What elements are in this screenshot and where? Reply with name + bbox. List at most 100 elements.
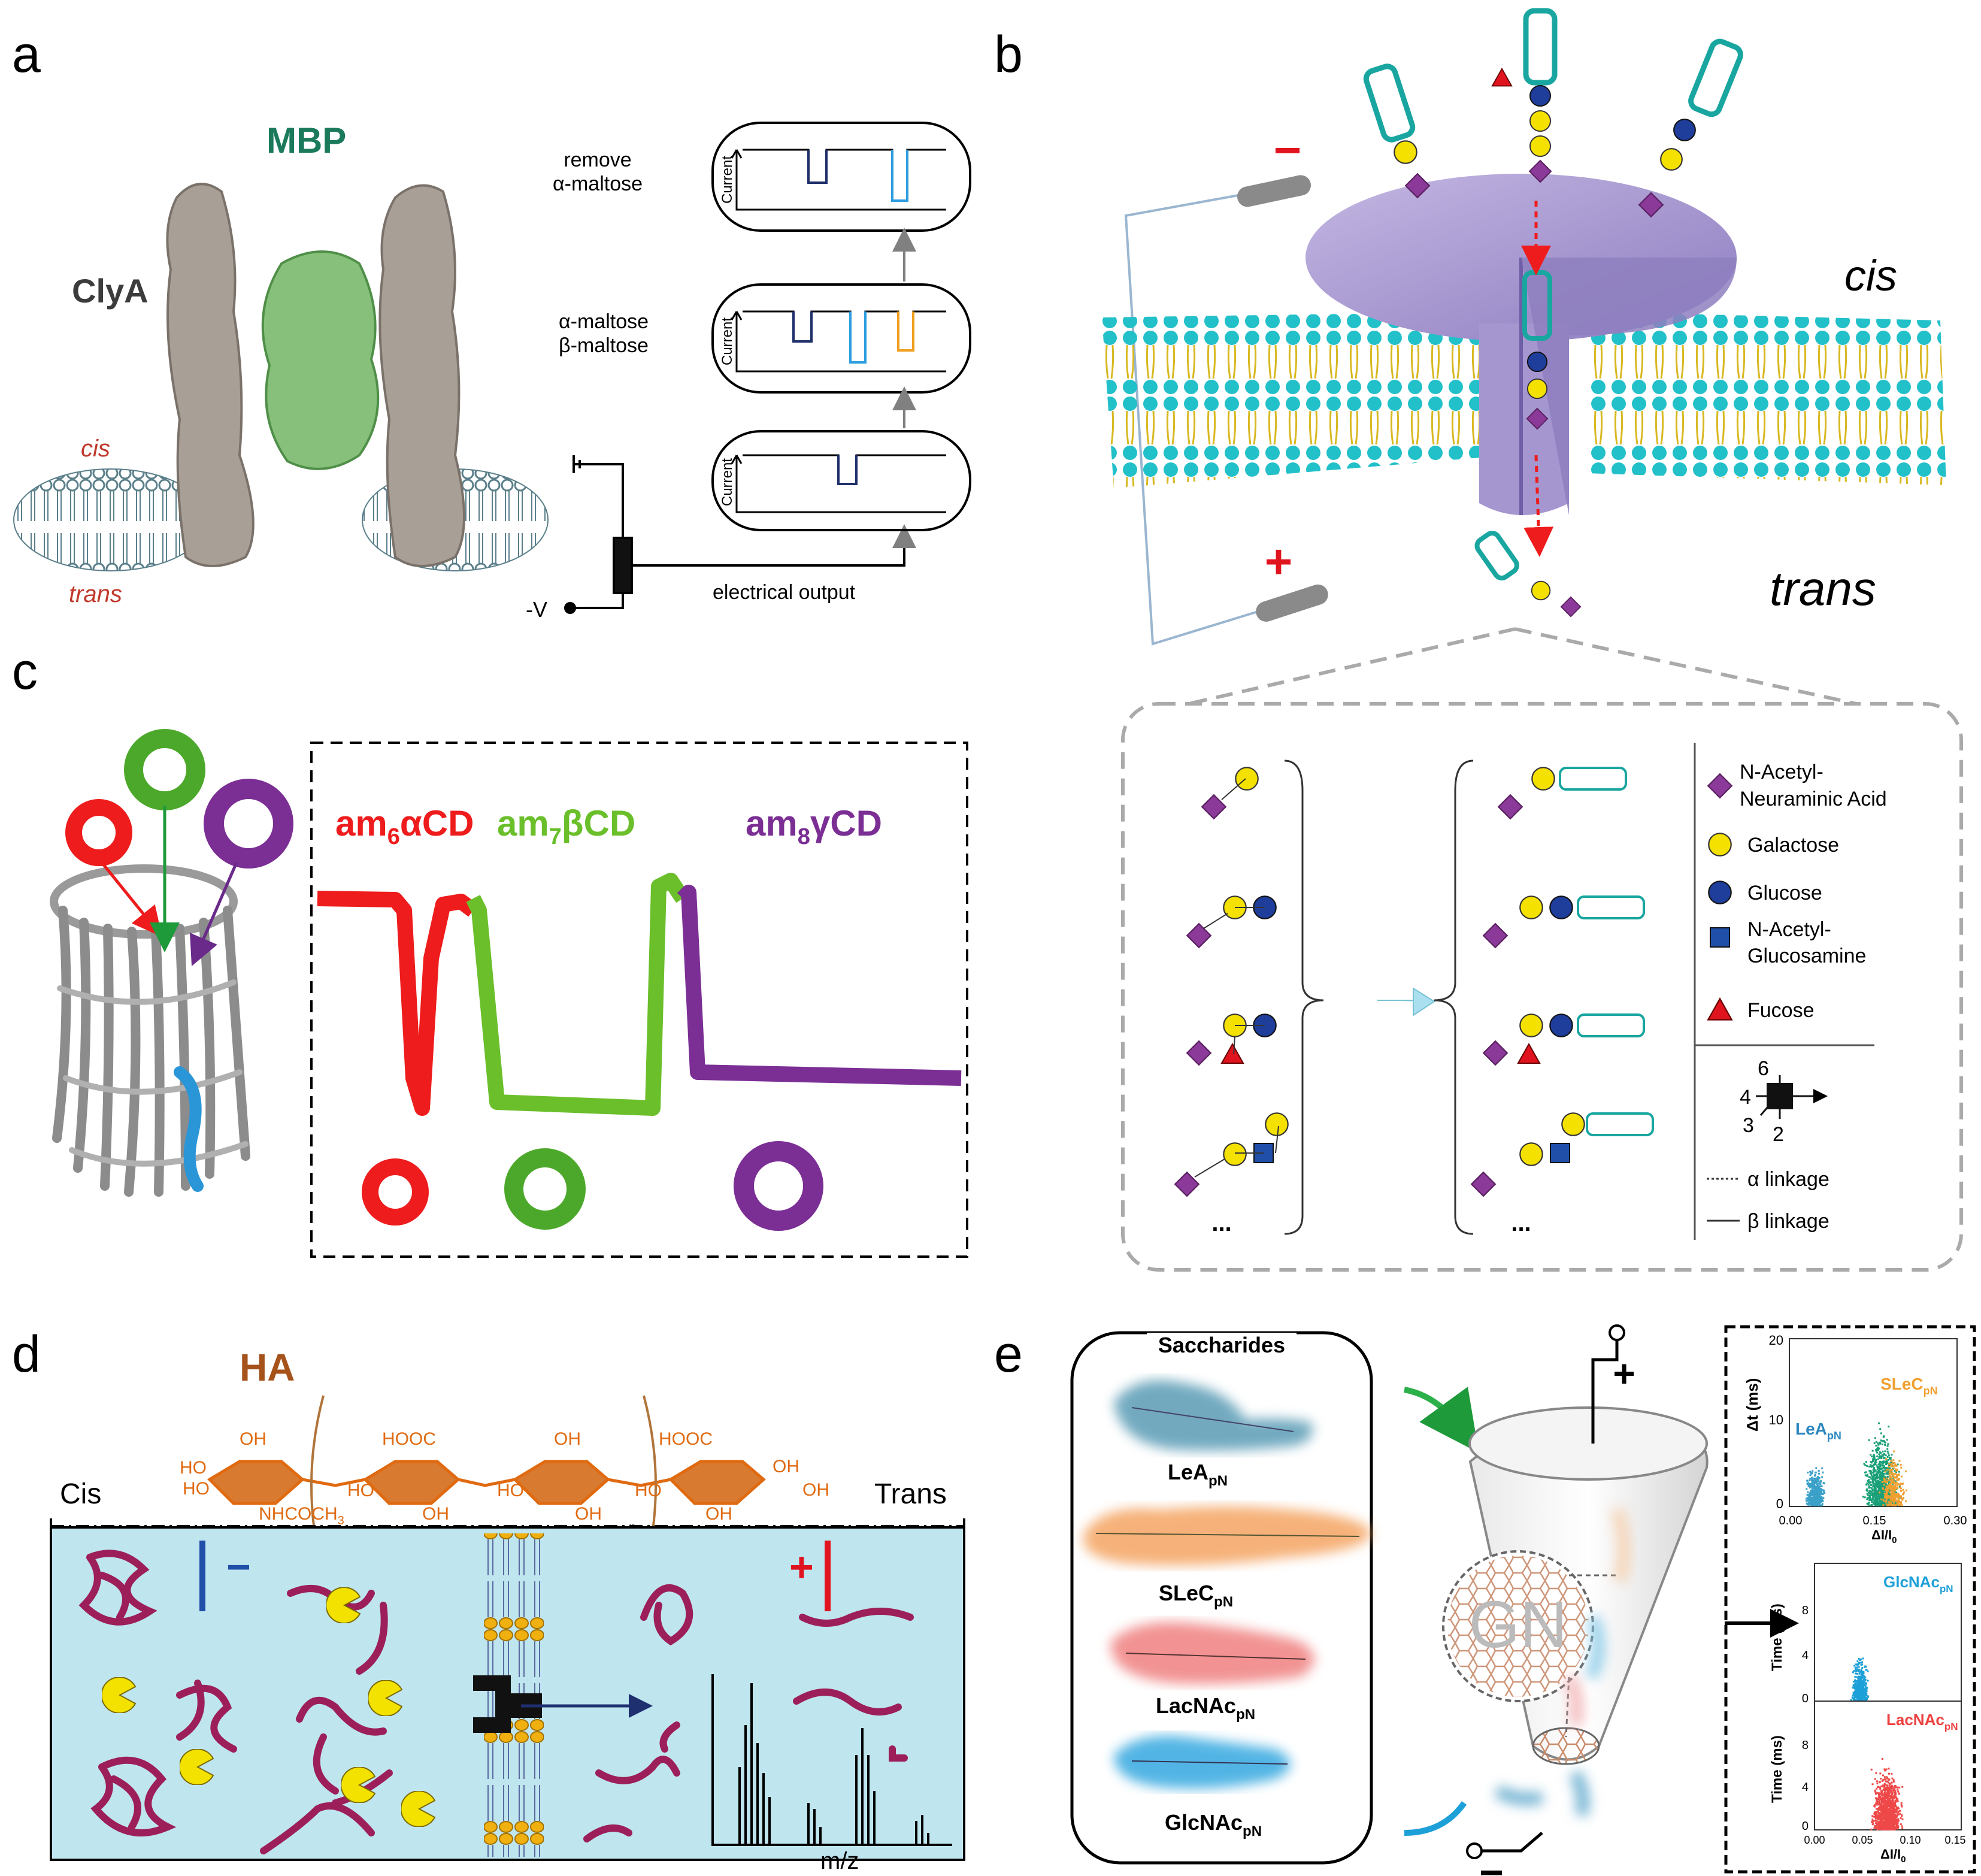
scatter-point xyxy=(1816,1477,1818,1479)
scatter-point xyxy=(1879,1442,1882,1445)
scatter-point xyxy=(1891,1469,1893,1471)
bilayer-right xyxy=(1587,311,1946,485)
electrode-positive xyxy=(1256,584,1328,622)
scatter-point xyxy=(1883,1441,1886,1443)
scatter-point xyxy=(1872,1460,1874,1462)
scatter-point xyxy=(1812,1481,1814,1483)
scatter-point xyxy=(1866,1475,1868,1477)
scatter-point xyxy=(1814,1478,1816,1480)
scatter-point xyxy=(1875,1820,1877,1822)
svg-text:HO: HO xyxy=(635,1481,662,1500)
scatter-point xyxy=(1896,1821,1898,1824)
scatter-point xyxy=(1874,1463,1877,1466)
scatter-point xyxy=(1895,1825,1898,1827)
scatter-point xyxy=(1879,1788,1882,1790)
scatter-point xyxy=(1885,1823,1887,1826)
scatter-point xyxy=(1892,1488,1895,1491)
scatter-point xyxy=(1817,1476,1819,1478)
panel-a-trans-label: trans xyxy=(69,581,122,607)
scatter-point xyxy=(1888,1815,1889,1817)
scatter-point xyxy=(1886,1461,1889,1463)
scatter-plot-top: Δt (ms) 0 10 20 0.00 0.15 0.30 ΔI/I0 LeA… xyxy=(1743,1333,1967,1545)
scatter-point xyxy=(1900,1817,1902,1819)
scatter-point xyxy=(1867,1680,1869,1682)
scatter-point xyxy=(1873,1502,1875,1505)
scatter-point xyxy=(1859,1699,1861,1701)
scatter-point xyxy=(1858,1688,1860,1690)
scatter-point xyxy=(1887,1469,1889,1470)
scatter-point xyxy=(1888,1820,1890,1823)
scatter-point xyxy=(1897,1496,1899,1498)
scatter-point xyxy=(1880,1790,1882,1792)
scatter-point xyxy=(1858,1693,1860,1696)
scatter-point xyxy=(1880,1503,1882,1505)
electrode-negative xyxy=(1237,175,1311,207)
scatter-point xyxy=(1885,1821,1887,1824)
scatter-point xyxy=(1861,1689,1864,1691)
scatter-point xyxy=(1897,1790,1900,1793)
scatter-point xyxy=(1895,1808,1897,1811)
scatter-point xyxy=(1813,1484,1815,1487)
zoom-lines xyxy=(1188,627,1857,706)
svg-text:am8γCD: am8γCD xyxy=(746,803,882,849)
scatter-point xyxy=(1817,1487,1819,1490)
scatter-point xyxy=(1873,1816,1874,1818)
scatter-point xyxy=(1893,1802,1895,1804)
scatter-point xyxy=(1882,1811,1884,1814)
scatter-point xyxy=(1876,1824,1878,1826)
scatter-point xyxy=(1890,1805,1892,1808)
scatter-point xyxy=(1886,1801,1888,1803)
scatter-point xyxy=(1875,1490,1877,1493)
scatter-point xyxy=(1855,1663,1857,1666)
scatter-point xyxy=(1888,1781,1890,1784)
linkage-position-diagram: 6 4 3 2 xyxy=(1740,1057,1828,1146)
scatter-point xyxy=(1888,1788,1889,1790)
scatter-point xyxy=(1850,1699,1852,1701)
scatter-point xyxy=(1881,1462,1883,1464)
scatter-point xyxy=(1901,1498,1903,1500)
scatter-point xyxy=(1888,1487,1890,1490)
scatter-point xyxy=(1811,1488,1813,1490)
scatter-point xyxy=(1881,1805,1883,1808)
scatter-point xyxy=(1878,1447,1880,1450)
clya-pore-right xyxy=(378,184,465,567)
scatter-point xyxy=(1884,1467,1886,1469)
scatter-point xyxy=(1893,1499,1895,1501)
scatter-point xyxy=(1877,1808,1879,1810)
mbp-label: MBP xyxy=(266,120,346,161)
scatter-point xyxy=(1890,1827,1892,1830)
scatter-point xyxy=(1900,1501,1902,1503)
scatter-point xyxy=(1893,1450,1895,1453)
scatter-point xyxy=(1880,1452,1882,1454)
scatter-point xyxy=(1888,1500,1890,1503)
scatter-point xyxy=(1879,1460,1881,1463)
current-axis-label: Current xyxy=(719,317,735,365)
scatter-point xyxy=(1858,1675,1860,1678)
scatter-point xyxy=(1891,1801,1894,1803)
scatter-point xyxy=(1877,1816,1880,1818)
scatter-point xyxy=(1897,1502,1900,1505)
scatter-point xyxy=(1886,1494,1888,1497)
scatter-point xyxy=(1888,1768,1890,1770)
ha-label: HA xyxy=(240,1346,295,1389)
scatter-point xyxy=(1882,1466,1885,1469)
scatter-point xyxy=(1883,1478,1885,1480)
scatter-point xyxy=(1880,1464,1883,1466)
ha-chemical-structure xyxy=(207,1395,766,1576)
scatter-point xyxy=(1874,1814,1877,1817)
scatter-point xyxy=(1880,1501,1882,1503)
scatter-point xyxy=(1881,1802,1883,1804)
scatter-point xyxy=(1888,1791,1890,1793)
scatter-point xyxy=(1888,1793,1890,1796)
scatter-point xyxy=(1886,1450,1889,1453)
panel-e: e Saccharides LeApN SLeCpN LacNAcpN GlcN… xyxy=(994,1324,1976,1876)
scatter-point xyxy=(1894,1821,1897,1824)
scatter-point xyxy=(1894,1814,1897,1816)
scatter-point xyxy=(1813,1481,1815,1484)
scatter-point xyxy=(1880,1786,1882,1788)
scatter-point xyxy=(1885,1454,1887,1457)
scatter-point xyxy=(1878,1793,1880,1796)
scatter-point xyxy=(1879,1477,1882,1479)
scatter-point xyxy=(1873,1464,1875,1466)
scatter-point xyxy=(1875,1499,1877,1501)
